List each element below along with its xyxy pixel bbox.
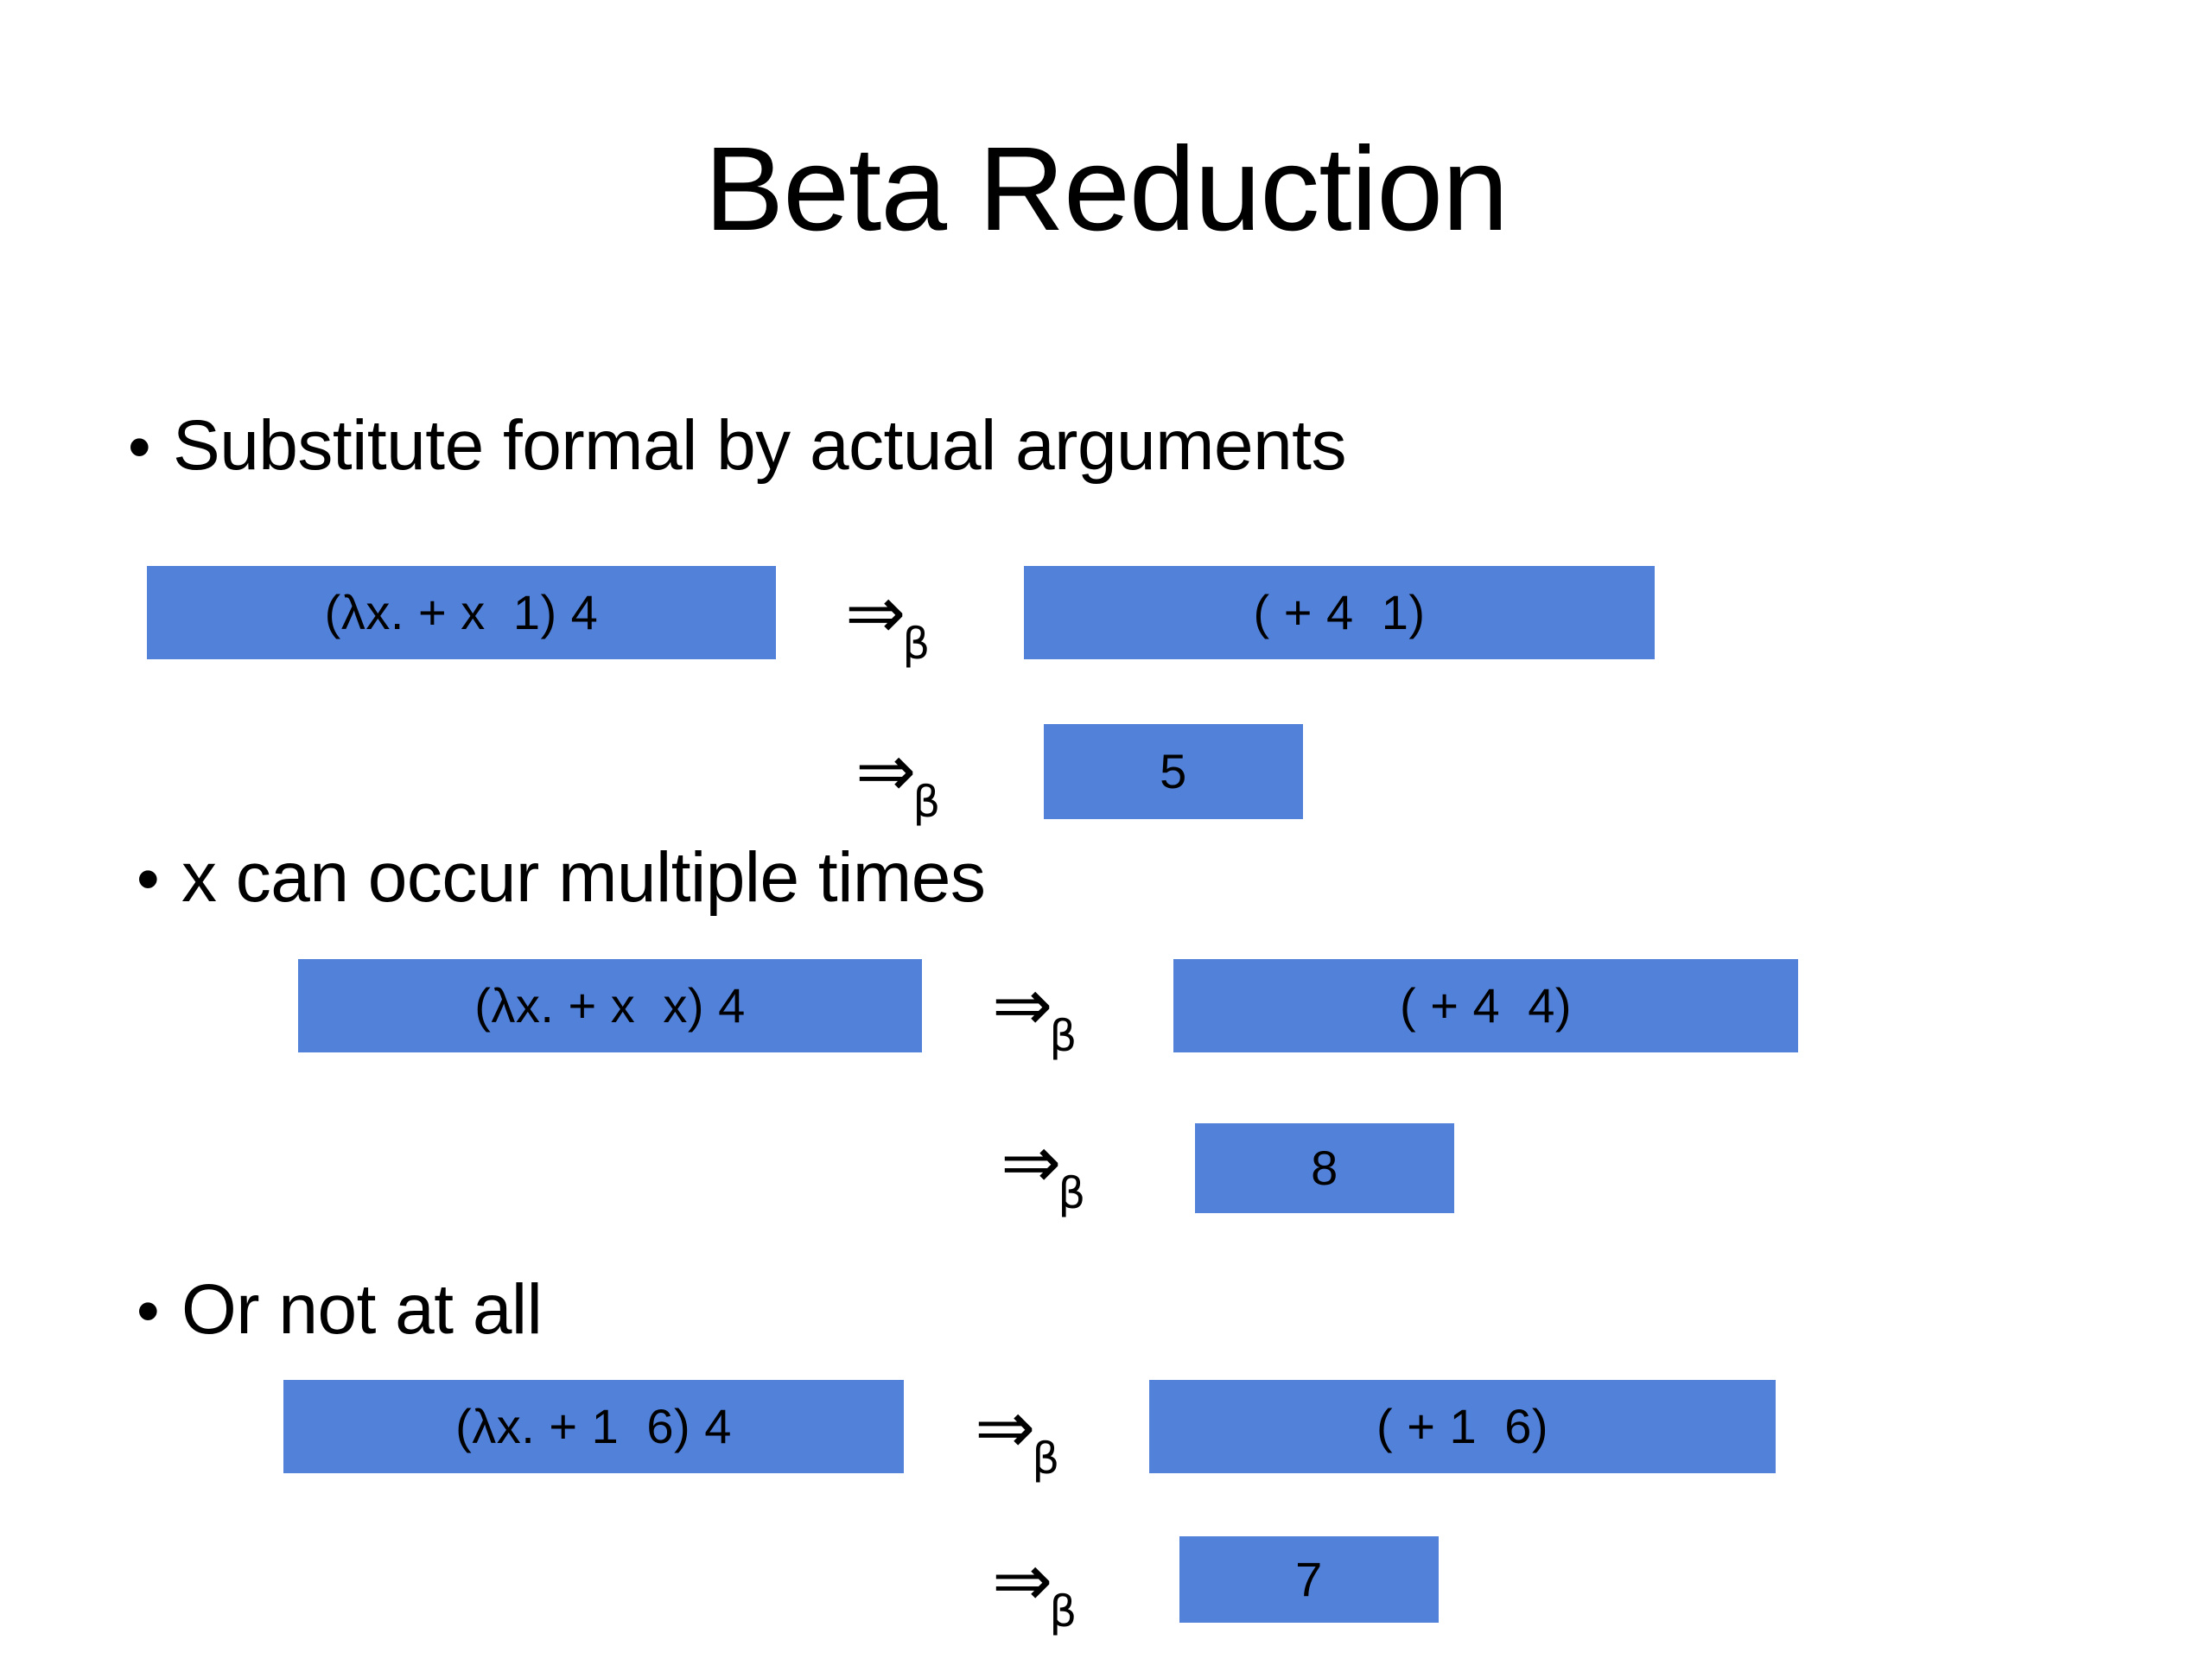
double-arrow-icon: ⇒ <box>992 963 1053 1047</box>
bullet-label-1: Substitute formal by actual arguments <box>173 406 1346 485</box>
bullet-item-1: • Substitute formal by actual arguments <box>128 410 1346 481</box>
beta-subscript: β <box>1032 1433 1060 1484</box>
formula-box-3-result: 7 <box>1179 1536 1439 1623</box>
beta-reduction-arrow-6: ⇒ β <box>992 1538 1080 1632</box>
formula-box-1-rhs: ( + 4 1) <box>1024 566 1655 659</box>
beta-reduction-arrow-1: ⇒ β <box>845 570 933 664</box>
double-arrow-icon: ⇒ <box>992 1538 1053 1623</box>
bullet-item-2: • x can occur multiple times <box>137 838 986 917</box>
bullet-label-3: Or not at all <box>181 1270 543 1349</box>
beta-reduction-arrow-4: ⇒ β <box>1001 1120 1089 1214</box>
beta-subscript: β <box>1049 1010 1077 1061</box>
formula-box-3-rhs: ( + 1 6) <box>1149 1380 1776 1473</box>
beta-subscript: β <box>1049 1586 1077 1637</box>
formula-box-2-rhs: ( + 4 4) <box>1173 959 1798 1052</box>
double-arrow-icon: ⇒ <box>845 570 906 655</box>
beta-reduction-arrow-5: ⇒ β <box>975 1385 1063 1479</box>
bullet-dot-icon: • <box>128 410 151 484</box>
bullet-dot-icon: • <box>137 842 160 916</box>
beta-subscript: β <box>912 776 941 827</box>
bullet-item-3: • Or not at all <box>137 1270 543 1349</box>
formula-box-2-lhs: (λx. + x x) 4 <box>298 959 922 1052</box>
formula-box-1-result: 5 <box>1044 724 1303 819</box>
beta-reduction-arrow-2: ⇒ β <box>855 728 944 823</box>
beta-subscript: β <box>902 618 931 669</box>
bullet-label-2: x can occur multiple times <box>181 838 986 917</box>
double-arrow-icon: ⇒ <box>975 1385 1036 1470</box>
beta-subscript: β <box>1058 1167 1086 1218</box>
formula-box-3-lhs: (λx. + 1 6) 4 <box>283 1380 904 1473</box>
formula-box-1-lhs: (λx. + x 1) 4 <box>147 566 776 659</box>
formula-box-2-result: 8 <box>1195 1123 1454 1213</box>
bullet-dot-icon: • <box>137 1274 160 1348</box>
page-title: Beta Reduction <box>704 123 1509 256</box>
beta-reduction-arrow-3: ⇒ β <box>992 963 1080 1057</box>
double-arrow-icon: ⇒ <box>855 728 917 813</box>
double-arrow-icon: ⇒ <box>1001 1120 1062 1205</box>
